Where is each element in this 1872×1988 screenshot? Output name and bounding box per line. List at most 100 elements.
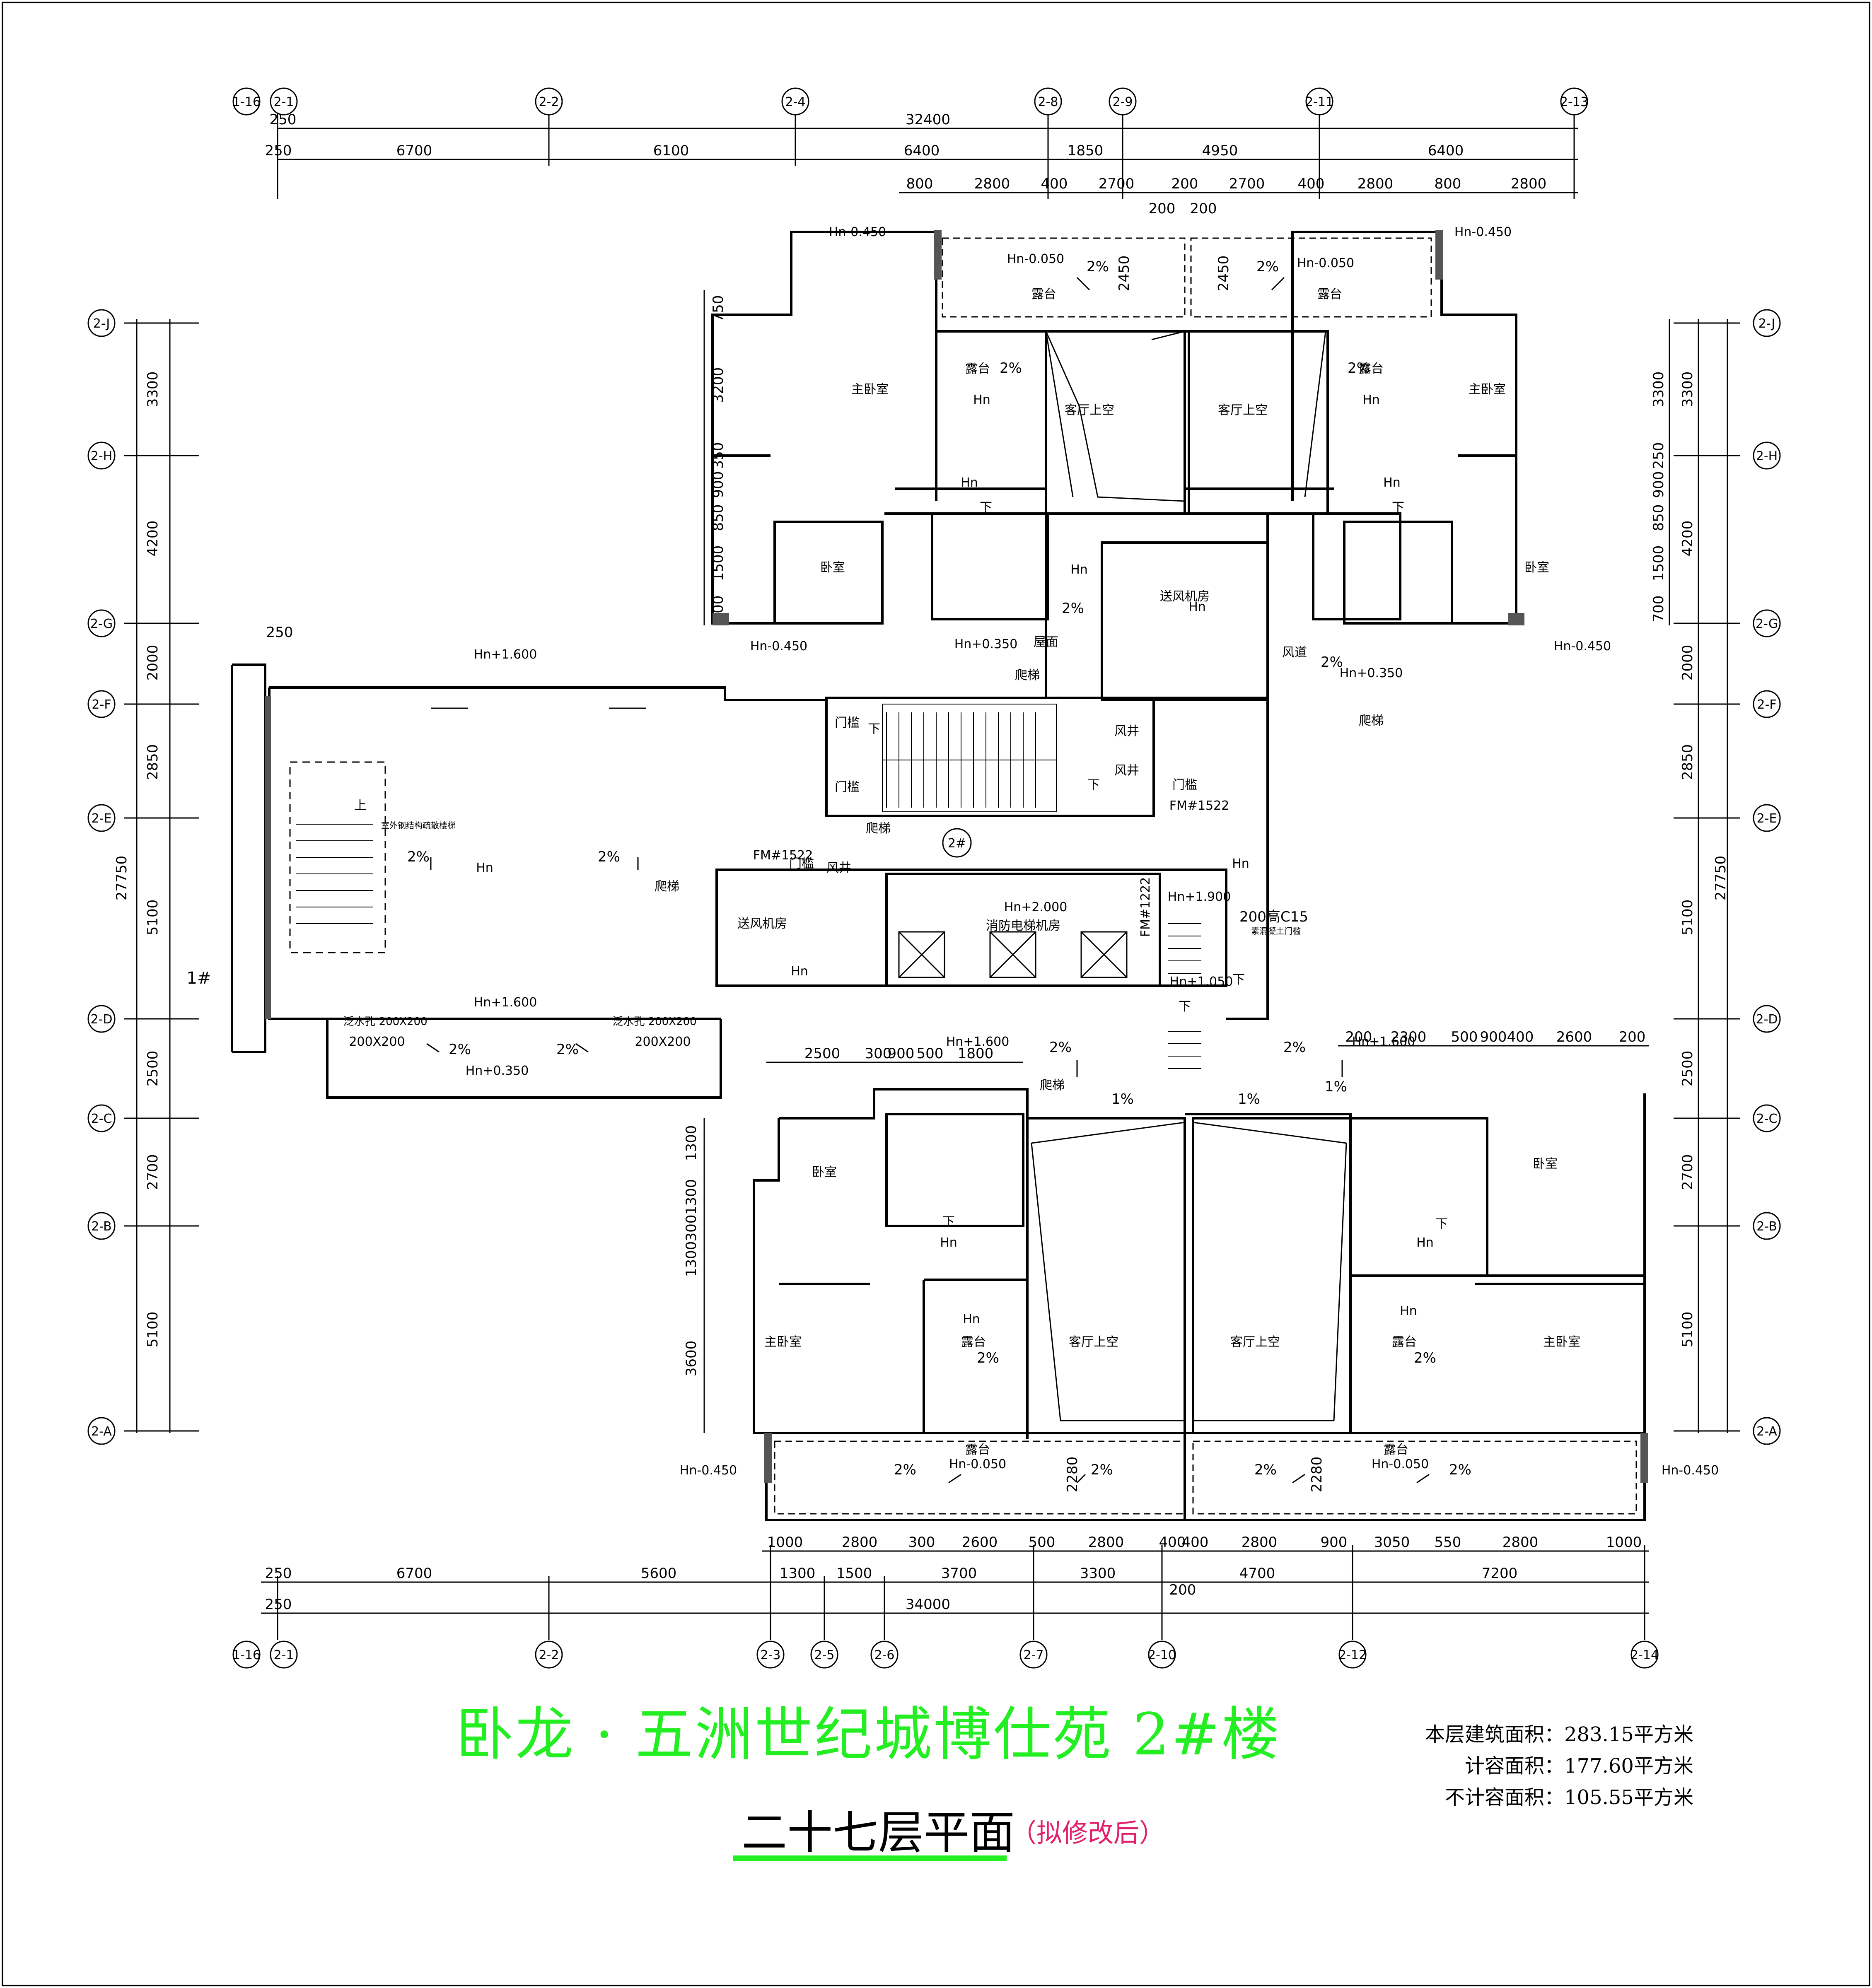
dim-label: 6700 [396, 1565, 432, 1582]
terrace-label: 露台 [965, 362, 990, 376]
bottom-dimensions: 1000 2800 300 2600 500 2800 400 400 2800… [265, 1534, 1642, 1613]
threshold-note: 素混凝土门槛 [1251, 926, 1301, 936]
axis-label: 2-2 [539, 95, 559, 109]
drain-note: 泛水孔 200X200 [612, 1016, 696, 1028]
terrace-label: 露台 [1359, 362, 1384, 376]
elevation-label: Hn+0.350 [954, 637, 1018, 651]
axis-label: 2-10 [1148, 1648, 1176, 1662]
axis-label: 2-J [93, 316, 110, 331]
dim-label: 2450 [1215, 256, 1232, 292]
slope-label: 2% [1087, 258, 1109, 275]
right-dimensions: 3300 4200 2000 2850 5100 2500 2700 5100 … [1064, 256, 1729, 1493]
dim-label: 5100 [1679, 1312, 1696, 1348]
axis-bubbles-left [87, 309, 116, 1445]
air-shaft-label: 风井 [1114, 724, 1139, 738]
elevation-label: Hn [940, 1235, 957, 1250]
dim-label: 2800 [1511, 176, 1547, 192]
dim-label: 2280 [1064, 1457, 1081, 1493]
dim-label: 2500 [1679, 1051, 1696, 1087]
walls [231, 231, 1646, 1521]
dim-label: 300 [683, 1215, 700, 1242]
down-label: 下 [1435, 1217, 1448, 1231]
dim-label: 400 [1182, 1534, 1209, 1551]
dim-label: 2700 [1229, 176, 1265, 192]
elevation-label: Hn+1.600 [474, 995, 537, 1010]
axis-label: 2-8 [1038, 95, 1058, 109]
down-label: 下 [1392, 500, 1404, 515]
elevation-label: Hn [1188, 600, 1206, 614]
elevation-label: Hn [1383, 475, 1401, 490]
dim-label: 550 [1435, 1534, 1461, 1551]
dim-label: 2800 [974, 176, 1010, 192]
dim-label: 350 [710, 442, 727, 469]
slope-label: 2% [1062, 600, 1084, 617]
dim-label: 27750 [1713, 856, 1729, 900]
elevation-labels: Hn-0.450 Hn-0.450 Hn-0.450 Hn-0.450 Hn-0… [466, 225, 1719, 1478]
dim-label: 2000 [1679, 645, 1696, 681]
building-2-label: 2# [948, 836, 966, 851]
drain-note: 泛水孔 200X200 [343, 1016, 427, 1028]
dim-label: 2450 [1116, 256, 1133, 292]
dim-label: 1300 [683, 1125, 700, 1161]
elevation-label: Hn [961, 475, 978, 490]
living-void-label: 客厅上空 [1218, 403, 1268, 417]
fire-door-label: FM#1522 [1169, 799, 1229, 813]
dim-label: 200 [1619, 1029, 1646, 1045]
dim-label: 2700 [1679, 1154, 1696, 1190]
axis-label: 2-2 [539, 1648, 559, 1662]
axis-label: 2-H [1756, 449, 1778, 463]
elevation-label: Hn+1.050 [1170, 975, 1233, 989]
air-shaft-label: 风井 [826, 861, 851, 875]
air-duct-label: 风道 [1282, 645, 1307, 660]
elevation-label: Hn-0.450 [1554, 639, 1611, 654]
dim-label: 250 [270, 111, 297, 128]
elevation-label: Hn-0.050 [1297, 256, 1354, 270]
elevation-label: Hn-0.050 [1007, 252, 1064, 266]
dim-label: 500 [917, 1045, 944, 1062]
axis-label: 2-5 [814, 1648, 835, 1662]
dim-label: 4950 [1202, 142, 1238, 159]
bedroom-label: 卧室 [1533, 1157, 1558, 1171]
dim-label: 400 [1159, 1534, 1186, 1551]
slope-arrows [426, 277, 1430, 1484]
slope-label: 2% [1254, 1462, 1277, 1478]
elevation-label: Hn-0.450 [750, 639, 807, 654]
axis-label: 2-3 [761, 1648, 781, 1662]
dim-label: 500 [1451, 1029, 1478, 1045]
master-bedroom-label: 主卧室 [1469, 382, 1506, 397]
building-2-bubble [942, 828, 972, 858]
area-summary: 本层建筑面积：283.15平方米 计容面积：177.60平方米 不计容面积：10… [1425, 1719, 1693, 1813]
terrace-label: 露台 [965, 1443, 990, 1457]
axis-label: 2-H [91, 449, 112, 463]
left-dimensions: 3300 4200 2000 2850 5100 2500 2700 5100 … [114, 295, 727, 1377]
dim-label: 5100 [1679, 900, 1696, 936]
axis-label: 2-B [91, 1219, 111, 1234]
roof-label: 屋面 [1034, 635, 1058, 649]
dim-label: 900 [1480, 1029, 1507, 1045]
dim-label: 300 [865, 1045, 892, 1062]
terrace-label: 露台 [1384, 1443, 1408, 1457]
dim-label: 800 [1435, 176, 1461, 192]
room-labels: 主卧室 主卧室 主卧室 主卧室 卧室 卧室 卧室 卧室 露台 露台 露台 露台 … [187, 287, 1580, 1457]
door-sill-label: 门槛 [835, 780, 860, 794]
door-sill-label: 门槛 [835, 716, 860, 730]
elevation-label: Hn+2.000 [1004, 900, 1068, 914]
axis-label: 2-1 [274, 1648, 294, 1662]
dim-label: 850 [710, 504, 727, 531]
dim-label: 4200 [145, 521, 161, 557]
elevation-label: Hn+1.900 [1168, 890, 1231, 904]
fire-door-label: FM#1522 [753, 848, 813, 863]
dim-label: 2850 [1679, 744, 1696, 780]
dim-label: 1500 [710, 545, 727, 581]
elevator-shafts [898, 931, 1128, 978]
dim-label: 900 [710, 471, 727, 498]
slope-label: 2% [1256, 258, 1279, 275]
dim-label: 6400 [904, 142, 940, 159]
dim-label: 250 [265, 1596, 292, 1613]
dim-label: 1500 [836, 1565, 872, 1582]
down-label: 下 [868, 722, 880, 736]
axis-label: 2-E [1757, 811, 1777, 826]
elevation-label: Hn+1.600 [1352, 1035, 1415, 1049]
elevation-label: Hn [973, 393, 990, 407]
dim-label: 2800 [1502, 1534, 1539, 1551]
